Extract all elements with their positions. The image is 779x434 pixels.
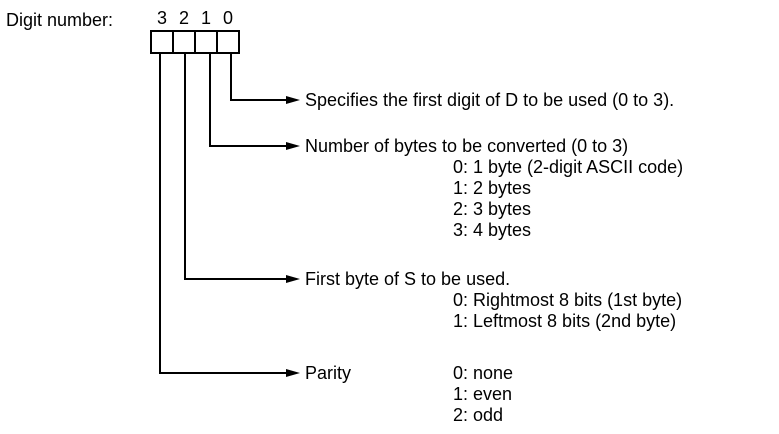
- digit3-option-2: 2: odd: [453, 405, 504, 425]
- connector-digit2: [184, 53, 288, 280]
- digit2-option-1: 1: Leftmost 8 bits (2nd byte): [453, 311, 677, 331]
- digit1-option-1: 1: 2 bytes: [453, 178, 532, 198]
- digit-numeral-2: 2: [178, 8, 189, 28]
- digit-numeral-3: 3: [156, 8, 167, 28]
- digit3-option-1: 1: even: [453, 384, 513, 404]
- digit3-option-0: 0: none: [453, 363, 514, 383]
- arrow-head-digit1: [286, 142, 300, 150]
- connector-digit3: [159, 53, 288, 374]
- arrow-head-digit0: [286, 96, 300, 104]
- arrow-head-digit2: [286, 275, 300, 283]
- digit1-option-3: 3: 4 bytes: [453, 220, 532, 240]
- digit2-description: First byte of S to be used.: [305, 269, 511, 289]
- digit1-description: Number of bytes to be converted (0 to 3): [305, 136, 629, 156]
- digit0-description: Specifies the first digit of D to be use…: [305, 90, 675, 110]
- arrow-head-digit3: [286, 369, 300, 377]
- connector-digit1: [209, 53, 288, 147]
- digit-numeral-0: 0: [222, 8, 233, 28]
- connector-digit0: [230, 53, 288, 101]
- digit1-option-0: 0: 1 byte (2-digit ASCII code): [453, 157, 684, 177]
- digit-number-label: Digit number:: [6, 10, 114, 30]
- digit2-option-0: 0: Rightmost 8 bits (1st byte): [453, 290, 683, 310]
- digit1-option-2: 2: 3 bytes: [453, 199, 532, 219]
- digit3-description: Parity: [305, 363, 352, 383]
- digit-numeral-1: 1: [200, 8, 211, 28]
